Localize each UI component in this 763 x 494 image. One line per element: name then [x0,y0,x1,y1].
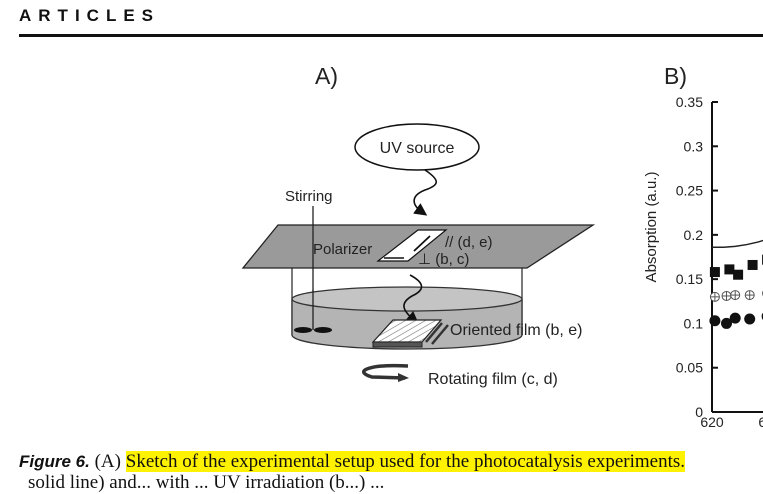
y-tick-label: 0.25 [676,183,703,199]
y-tick-label: 0.35 [676,94,703,110]
x-tick-label: 620 [700,414,724,430]
oriented-film-label: Oriented film (b, e) [450,322,582,339]
stirring-label: Stirring [285,188,333,205]
data-point-circle-plus [710,292,719,301]
data-point-circle-plus [722,291,731,300]
figure-caption: Figure 6. (A) Sketch of the experimental… [19,451,685,473]
figure-6: A) UV source Stirring Polarizer // (d, e… [0,0,763,450]
data-point-square [724,264,734,274]
caption-part-label: (A) [95,451,121,472]
data-point-square [748,260,758,270]
data-point-circle [730,313,741,324]
y-tick-label: 0.15 [676,271,703,287]
panel-a: A) UV source Stirring Polarizer // (d, e… [243,63,593,388]
y-tick-label: 0.1 [684,315,704,331]
y-axis-label: Absorption (a.u.) [643,172,660,283]
caption-figure-label: Figure 6. [19,452,90,471]
data-point-square [733,270,743,280]
data-point-circle-plus [731,291,740,300]
uv-source-label: UV source [380,140,455,157]
panel-b: B) Absorption (a.u.) 00.050.10.150.20.25… [643,63,763,430]
chart-axes [712,102,763,412]
rotating-film-label: Rotating film (c, d) [428,371,558,388]
panel-a-label: A) [315,63,338,89]
data-point-circle-plus [745,291,754,300]
parallel-label: // (d, e) [445,234,493,251]
chart-marks [709,234,763,329]
panel-b-label: B) [664,63,687,89]
stirrer-blade-left [294,327,312,333]
y-tick-label: 0.2 [684,227,704,243]
caption-line-2: solid line) and... with ... UV irradiati… [28,472,384,494]
y-tick-label: 0.05 [676,360,703,376]
stirrer-blade-right [314,327,332,333]
caption-highlighted-text: Sketch of the experimental setup used fo… [126,451,685,472]
uv-ray-icon [414,170,436,212]
data-point-circle [744,314,755,325]
fit-curve-line [712,234,763,247]
data-point-circle [709,315,720,326]
polarizer-label: Polarizer [313,241,372,258]
y-tick-label: 0.3 [684,138,704,154]
x-tick-label: 630 [758,414,763,430]
perpendicular-label: ⊥ (b, c) [418,251,469,268]
data-point-square [710,267,720,277]
